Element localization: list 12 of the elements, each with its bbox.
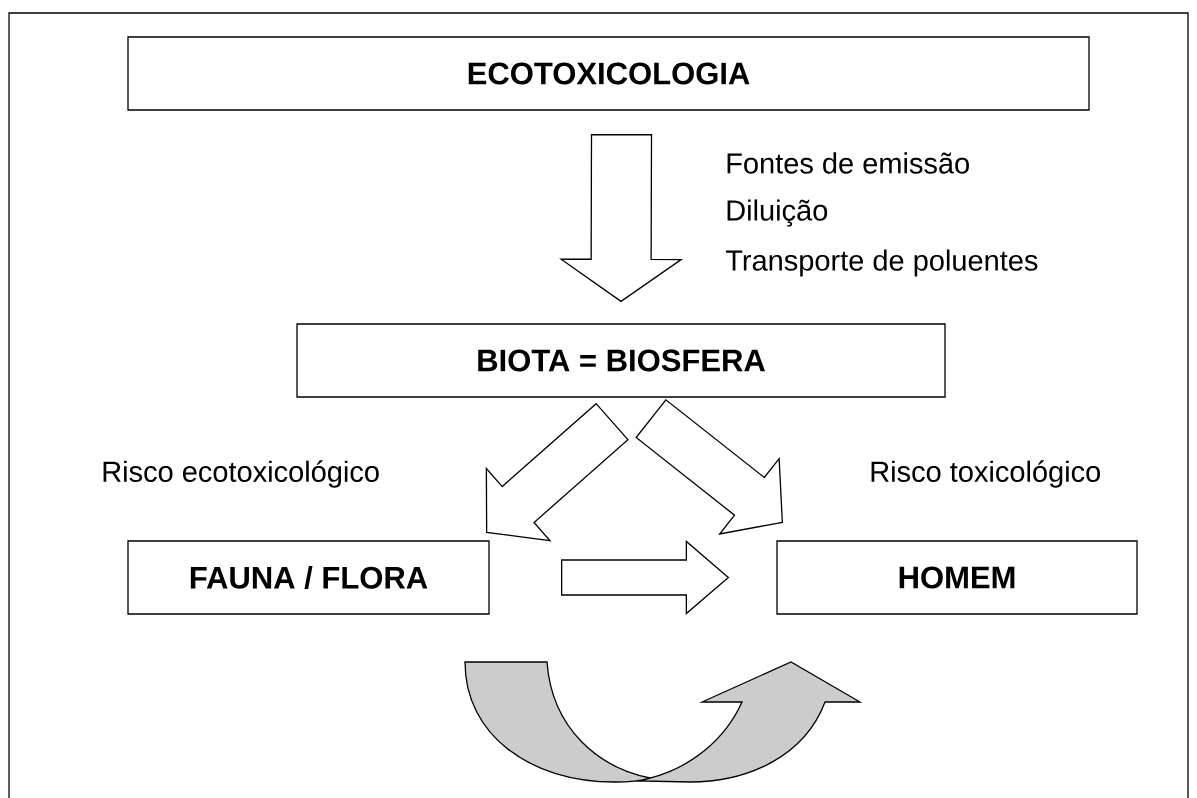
process-box: HOMEM	[776, 540, 1138, 615]
process-box: ECOTOXICOLOGIA	[127, 36, 1090, 111]
annotation-text: Fontes de emissão	[727, 152, 969, 174]
block-arrow	[561, 540, 730, 615]
block-arrow	[559, 133, 684, 303]
annotation-text: Risco ecotoxicológico	[103, 460, 379, 488]
annotation-text: Transporte de poluentes	[725, 249, 1038, 277]
annotation-text: Risco toxicológico	[871, 460, 1101, 488]
annotation-text: Diluição	[727, 199, 828, 227]
process-box: BIOTA = BIOSFERA	[296, 323, 946, 398]
process-box: FAUNA / FLORA	[127, 540, 490, 615]
block-arrow	[635, 398, 784, 535]
